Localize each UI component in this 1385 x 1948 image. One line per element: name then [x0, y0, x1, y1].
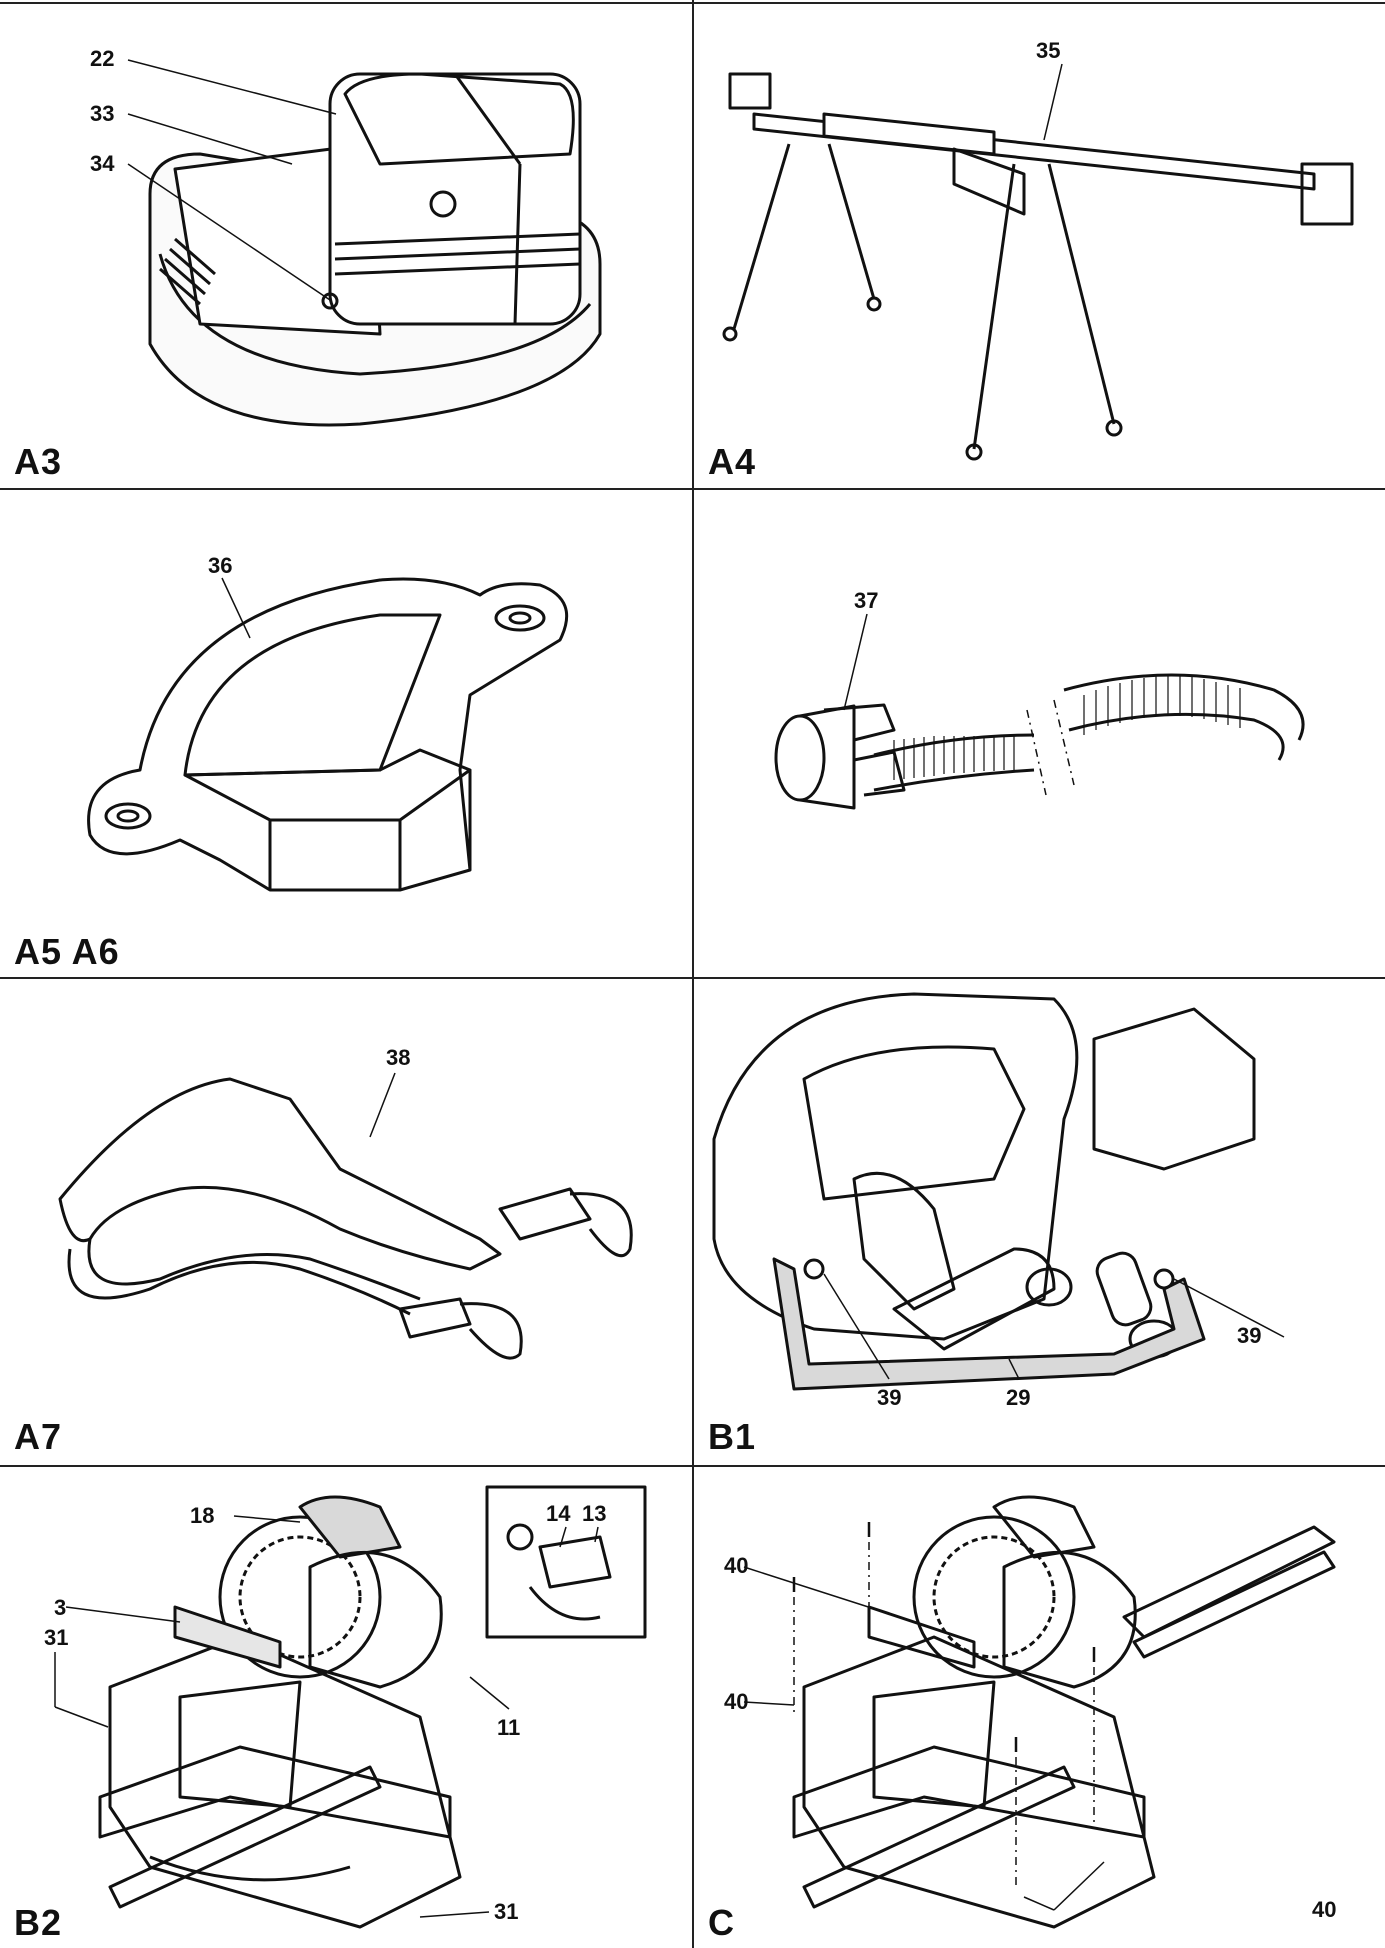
callout-3: 3	[54, 1595, 67, 1620]
panel-a3: 22 33 34 A3	[0, 4, 692, 488]
dust-chute-illustration	[87, 577, 569, 892]
figure-label-a3: A3	[14, 441, 63, 482]
panel-c: 40 40 40 C	[694, 1467, 1385, 1948]
callout-34: 34	[90, 151, 115, 176]
figure-label-c: C	[708, 1902, 735, 1943]
charger-illustration	[127, 59, 602, 427]
saw-stand-illustration	[722, 63, 1354, 461]
figure-label-a4: A4	[708, 441, 757, 482]
panel-a4: 35 A4	[694, 4, 1385, 488]
callout-11: 11	[497, 1715, 521, 1740]
callout-39-left: 39	[877, 1385, 902, 1410]
callout-33: 33	[90, 101, 115, 126]
figure-label-a5-a6: A5 A6	[14, 931, 120, 972]
callout-39-right: 39	[1237, 1323, 1262, 1348]
callout-22: 22	[90, 46, 115, 71]
figure-label-a7: A7	[14, 1416, 63, 1457]
callout-40-top: 40	[724, 1553, 749, 1578]
callout-18: 18	[190, 1503, 215, 1528]
lock-pin-illustration	[712, 992, 1285, 1391]
panel-b1: 39 39 29 B1	[694, 979, 1385, 1465]
panel-a5-a6: 36 A5 A6	[0, 490, 692, 977]
panel-b2: 18 14 13 3 31 11 31 B2	[0, 1467, 692, 1948]
callout-13: 13	[582, 1501, 607, 1526]
dust-hose-illustration	[774, 613, 1305, 810]
callout-31-bottom: 31	[494, 1899, 519, 1924]
callout-35: 35	[1036, 38, 1061, 63]
callout-31-left: 31	[44, 1625, 69, 1650]
callout-38: 38	[386, 1045, 411, 1070]
miter-saw-mounting-illustration	[743, 1495, 1336, 1929]
callout-40-right: 40	[1312, 1897, 1337, 1922]
figure-label-b2: B2	[14, 1902, 63, 1943]
miter-saw-illustration	[54, 1485, 647, 1929]
carry-strap-illustration	[58, 1072, 633, 1360]
column-divider	[692, 0, 694, 1948]
callout-40-left: 40	[724, 1689, 749, 1714]
callout-36: 36	[208, 553, 233, 578]
callout-37: 37	[854, 588, 879, 613]
callout-29: 29	[1006, 1385, 1031, 1410]
panel-a7: 38 A7	[0, 979, 692, 1465]
callout-14: 14	[546, 1501, 571, 1526]
panel-dust-hose: 37	[694, 490, 1385, 977]
figure-label-b1: B1	[708, 1416, 757, 1457]
